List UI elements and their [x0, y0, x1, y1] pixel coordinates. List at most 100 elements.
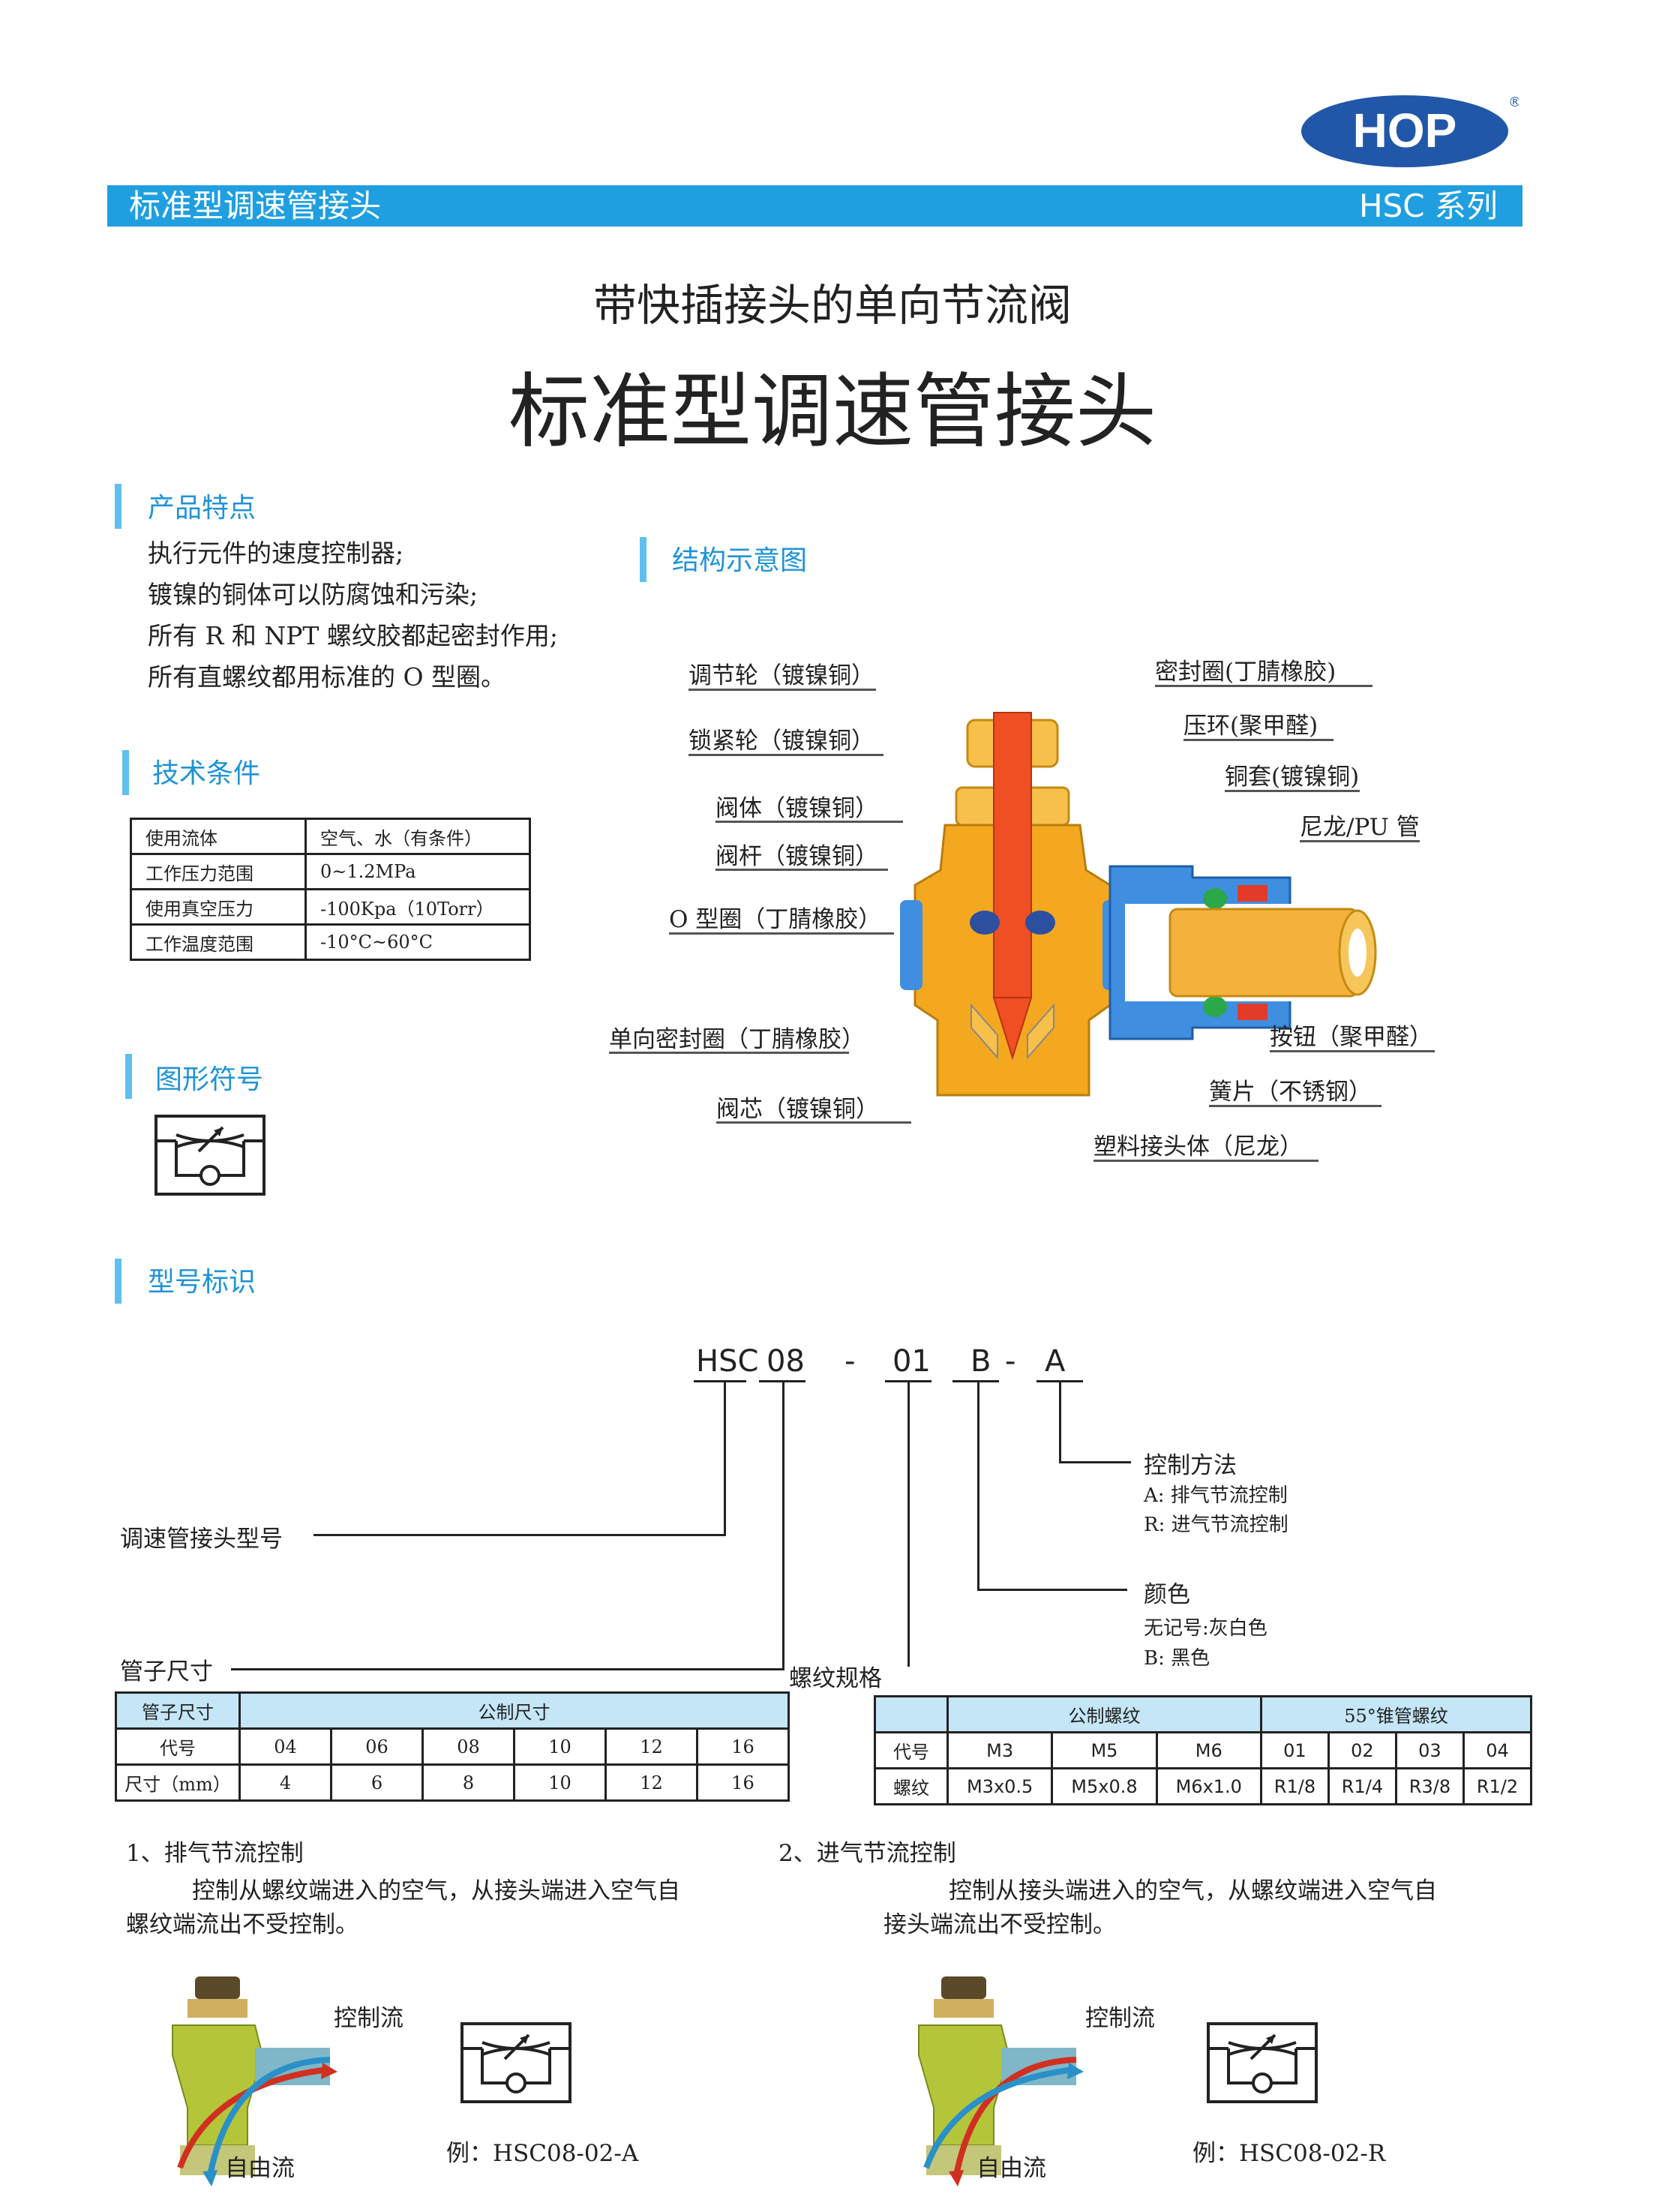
structure-heading: 结构示意图	[672, 545, 808, 576]
mode1-title: 1、排气节流控制	[126, 1840, 304, 1867]
label-copper-sleeve: 铜套(镀镍铜)	[1225, 764, 1360, 791]
code-series: HSC	[696, 1344, 759, 1379]
section-marker	[640, 537, 646, 582]
features-list: 执行元件的速度控制器; 镀镍的铜体可以防腐蚀和污染; 所有 R 和 NPT 螺纹…	[148, 533, 558, 698]
mode1-example: 例：HSC08-02-A	[446, 2140, 639, 2167]
section-marker	[115, 1259, 122, 1304]
section-marker	[122, 750, 129, 795]
connector-line	[231, 1668, 784, 1670]
code-tube-size: 08	[766, 1344, 805, 1379]
feature-item: 所有 R 和 NPT 螺纹胶都起密封作用;	[148, 621, 559, 650]
table-row: 公制螺纹 55°锥管螺纹	[874, 1695, 1533, 1733]
logo-text: HOP	[1353, 104, 1457, 158]
code-thread: 01	[892, 1344, 931, 1379]
code-dash: -	[844, 1344, 856, 1379]
connector-line	[724, 1382, 726, 1535]
page-subtitle: 带快插接头的单向节流阀	[592, 280, 1072, 331]
code-underline	[1036, 1380, 1083, 1382]
label-valve-core: 阀芯（镀镍铜）	[716, 1096, 879, 1123]
brand-logo: HOP ®	[1301, 89, 1522, 171]
flow-control-symbol-icon	[460, 2021, 572, 2107]
label-lock-nut: 锁紧轮（镀镍铜）	[688, 728, 874, 755]
mode2-free-flow: 自由流	[976, 2155, 1046, 2182]
feature-item: 镀镍的铜体可以防腐蚀和污染;	[148, 580, 478, 609]
mode2-control-flow: 控制流	[1085, 2005, 1155, 2032]
code-dash: -	[1005, 1344, 1016, 1379]
leader-line	[716, 1121, 911, 1124]
feature-item: 执行元件的速度控制器;	[148, 539, 404, 568]
control-option-r: R: 进气节流控制	[1144, 1514, 1288, 1536]
intake-control-fitting-image	[911, 1973, 1091, 2193]
code-underline	[952, 1380, 999, 1382]
label-valve-body: 阀体（镀镍铜）	[716, 795, 878, 822]
label-check-seal: 单向密封圈（丁腈橡胶）	[609, 1026, 865, 1053]
model-type-label: 调速管接头型号	[120, 1526, 283, 1553]
mode1-desc: 螺纹端流出不受控制。	[126, 1911, 358, 1938]
code-color: B	[970, 1344, 992, 1379]
table-row: 使用流体空气、水（有条件）	[130, 818, 531, 855]
connector-line	[1059, 1461, 1131, 1463]
feature-item: 所有直螺纹都用标准的 O 型圈。	[148, 662, 506, 692]
label-button: 按钮（聚甲醛）	[1270, 1024, 1432, 1051]
exhaust-control-fitting-image	[165, 1973, 345, 2193]
section-marker	[125, 1054, 132, 1099]
connector-line	[908, 1382, 910, 1667]
page-title: 标准型调速管接头	[508, 365, 1156, 459]
label-plastic-body: 塑料接头体（尼龙）	[1094, 1133, 1303, 1160]
mode2-title: 2、进气节流控制	[778, 1840, 956, 1867]
label-adjusting-wheel: 调节轮（镀镍铜）	[688, 662, 874, 689]
mode1-free-flow: 自由流	[225, 2155, 295, 2182]
leader-line	[1094, 1160, 1318, 1162]
header-bar	[107, 185, 1522, 227]
label-o-ring: O 型圈（丁腈橡胶）	[669, 906, 882, 933]
code-control: A	[1045, 1344, 1066, 1379]
leader-line	[1209, 1105, 1382, 1107]
leader-line	[1184, 739, 1334, 741]
mode1-control-flow: 控制流	[334, 2005, 404, 2032]
tech-heading: 技术条件	[152, 758, 261, 789]
code-underline	[885, 1380, 932, 1382]
label-seal-ring: 密封圈(丁腈橡胶)	[1155, 659, 1336, 686]
thread-spec-label: 螺纹规格	[789, 1665, 882, 1692]
code-underline	[694, 1380, 746, 1382]
mode2-example: 例：HSC08-02-R	[1192, 2140, 1386, 2167]
section-marker	[115, 484, 122, 529]
leader-line	[1225, 790, 1360, 792]
label-spring-plate: 簧片（不锈钢）	[1209, 1079, 1372, 1106]
features-heading: 产品特点	[148, 493, 256, 524]
leader-line	[669, 932, 894, 935]
symbol-heading: 图形符号	[155, 1064, 264, 1095]
label-tube: 尼龙/PU 管	[1300, 814, 1420, 841]
label-valve-rod: 阀杆（镀镍铜）	[716, 843, 878, 870]
leader-line	[716, 821, 903, 823]
table-row: 工作温度范围-10°C~60°C	[130, 923, 531, 961]
control-option-a: A: 排气节流控制	[1144, 1484, 1288, 1507]
flow-control-symbol-icon	[1206, 2021, 1318, 2107]
color-title: 颜色	[1144, 1581, 1190, 1608]
valve-cross-section	[885, 705, 1380, 1128]
table-row: 使用真空压力-100Kpa（10Torr）	[130, 888, 531, 926]
table-row: 管子尺寸 公制尺寸	[115, 1691, 790, 1730]
header-left-title: 标准型调速管接头	[129, 188, 382, 224]
connector-line	[977, 1382, 980, 1590]
connector-line	[782, 1382, 784, 1670]
mode1-desc: 控制从螺纹端进入的空气，从接头端进入空气自	[192, 1877, 680, 1904]
color-none: 无记号:灰白色	[1144, 1617, 1268, 1640]
label-press-ring: 压环(聚甲醛)	[1184, 713, 1318, 740]
connector-line	[977, 1589, 1127, 1591]
leader-line	[609, 1052, 849, 1054]
leader-line	[1270, 1050, 1435, 1052]
flow-control-symbol-icon	[154, 1114, 266, 1199]
mode2-desc: 接头端流出不受控制。	[884, 1911, 1116, 1938]
color-black: B: 黑色	[1144, 1647, 1210, 1670]
leader-line	[1155, 685, 1372, 687]
header-series: HSC 系列	[1359, 188, 1498, 224]
leader-line	[716, 869, 888, 871]
